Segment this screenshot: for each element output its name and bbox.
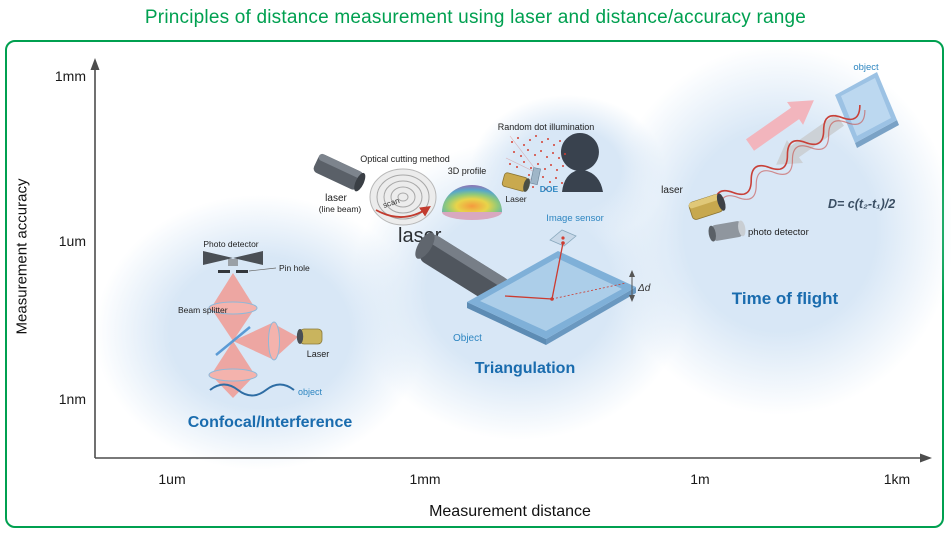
tof-region-label: Time of flight bbox=[731, 289, 839, 308]
x-tick-1m: 1m bbox=[690, 471, 710, 487]
x-tick-1mm: 1mm bbox=[409, 471, 441, 487]
confocal-region-label: Confocal/Interference bbox=[187, 414, 353, 431]
y-axis-label: Measurement accuracy bbox=[13, 178, 31, 335]
y-tick-1mm: 1mm bbox=[54, 68, 86, 84]
triangulation-region-label: Triangulation bbox=[474, 360, 576, 377]
x-tick-1um: 1um bbox=[158, 471, 186, 487]
figure-title: Principles of distance measurement using… bbox=[144, 7, 807, 28]
y-tick-1nm: 1nm bbox=[58, 391, 86, 407]
x-tick-1km: 1km bbox=[883, 471, 911, 487]
y-tick-1um: 1um bbox=[58, 233, 86, 249]
region-blob-time-of-flight bbox=[605, 45, 951, 415]
x-axis-label: Measurement distance bbox=[429, 503, 591, 520]
